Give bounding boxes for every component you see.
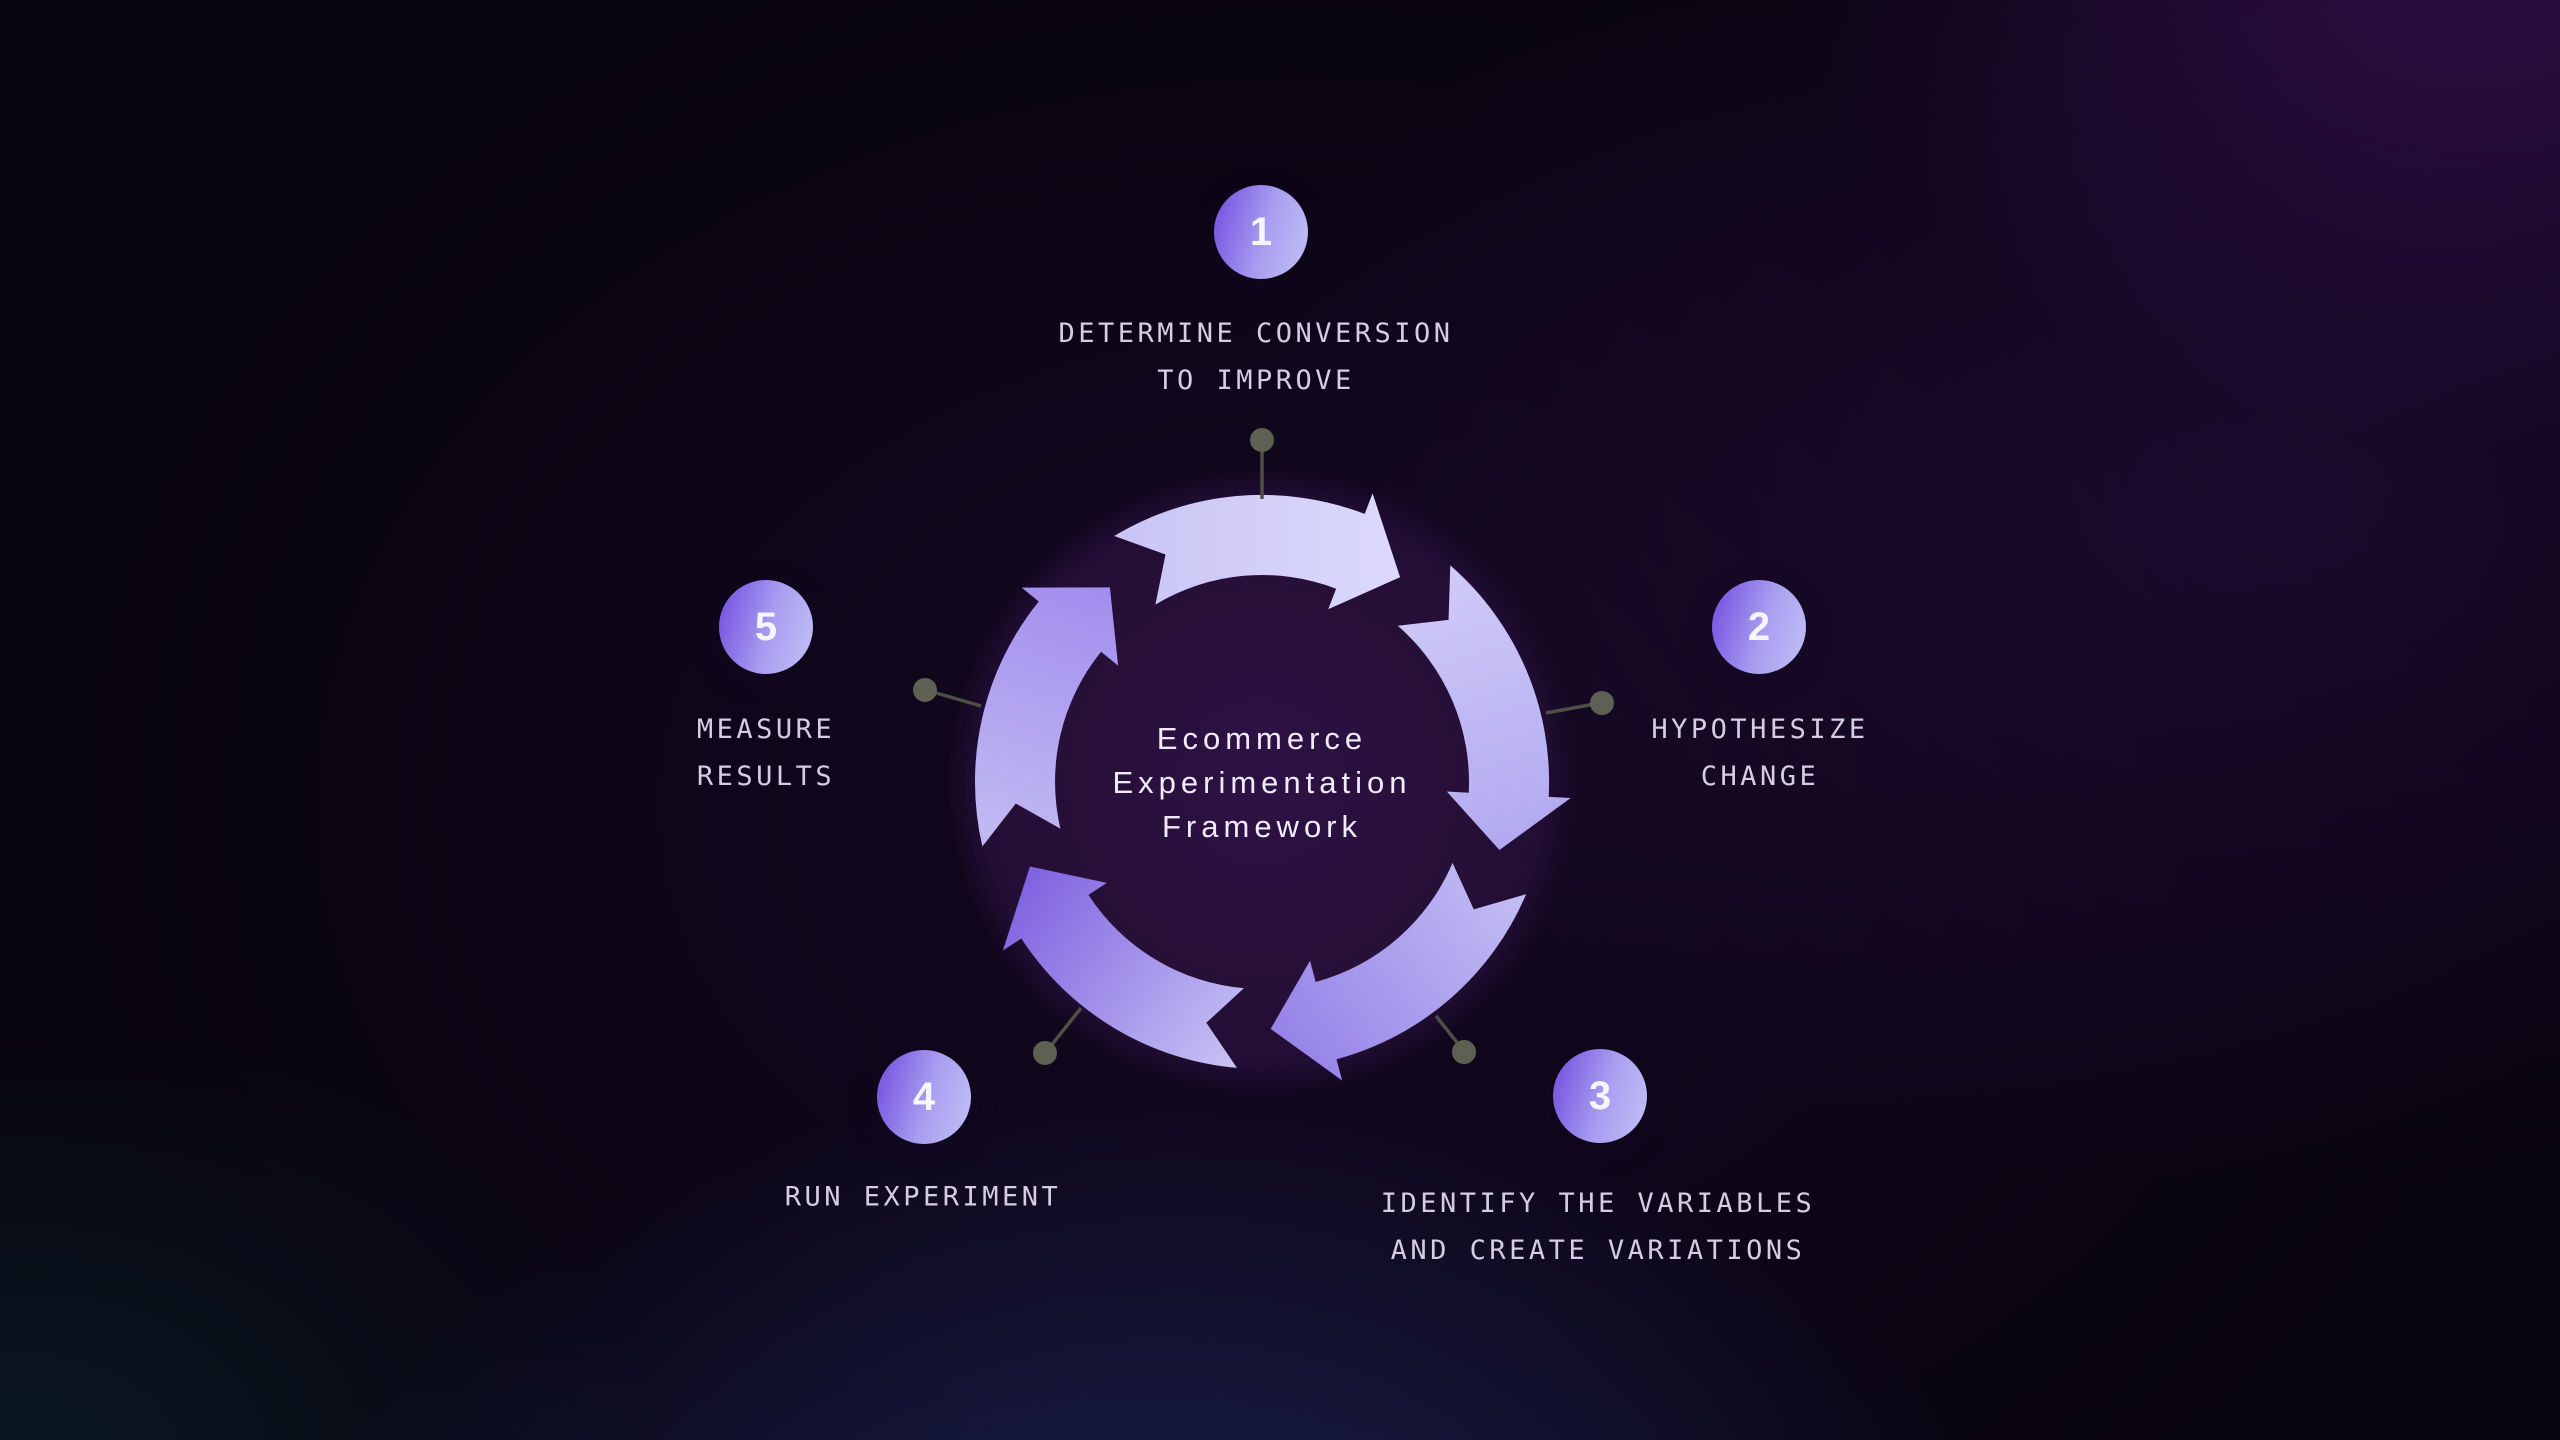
connector-dot-2 — [1590, 691, 1614, 715]
step-label-line: DETERMINE CONVERSION — [1058, 318, 1454, 349]
step-label-3: IDENTIFY THE VARIABLES AND CREATE VARIAT… — [1381, 1180, 1816, 1274]
step-badge-4: 4 — [877, 1050, 971, 1144]
step-label-line: MEASURE — [696, 714, 836, 745]
connector-dot-3 — [1452, 1040, 1476, 1064]
title-line: Experimentation — [1112, 765, 1412, 800]
step-label-line: CHANGE — [1700, 761, 1820, 792]
step-label-line: AND CREATE VARIATIONS — [1390, 1235, 1806, 1266]
step-label-2: HYPOTHESIZE CHANGE — [1651, 706, 1868, 800]
connector-dots — [913, 428, 1614, 1065]
connector-dot-5 — [913, 678, 937, 702]
step-label-line: HYPOTHESIZE — [1651, 714, 1869, 745]
step-label-1: DETERMINE CONVERSION TO IMPROVE — [1058, 310, 1453, 404]
step-number: 3 — [1588, 1074, 1612, 1118]
step-label-line: TO IMPROVE — [1157, 365, 1355, 396]
step-badge-1: 1 — [1214, 185, 1308, 279]
step-badge-5: 5 — [719, 580, 813, 674]
connector-dot-1 — [1250, 428, 1274, 452]
title-line: Framework — [1161, 809, 1363, 844]
step-label-line: RUN EXPERIMENT — [784, 1181, 1062, 1213]
step-label-line: RESULTS — [696, 761, 836, 792]
step-number: 1 — [1249, 210, 1273, 254]
step-label-line: IDENTIFY THE VARIABLES — [1380, 1188, 1816, 1219]
step-label-5: MEASURE RESULTS — [697, 706, 835, 800]
title-line: Ecommerce — [1156, 721, 1368, 756]
step-number: 5 — [754, 605, 778, 649]
step-badge-2: 2 — [1712, 580, 1806, 674]
diagram-title: Ecommerce Experimentation Framework — [1112, 717, 1411, 849]
step-number: 2 — [1747, 605, 1771, 649]
step-number: 4 — [912, 1075, 936, 1119]
connector-dot-4 — [1033, 1041, 1057, 1065]
step-badge-3: 3 — [1553, 1049, 1647, 1143]
step-label-4: RUN EXPERIMENT — [785, 1174, 1062, 1221]
